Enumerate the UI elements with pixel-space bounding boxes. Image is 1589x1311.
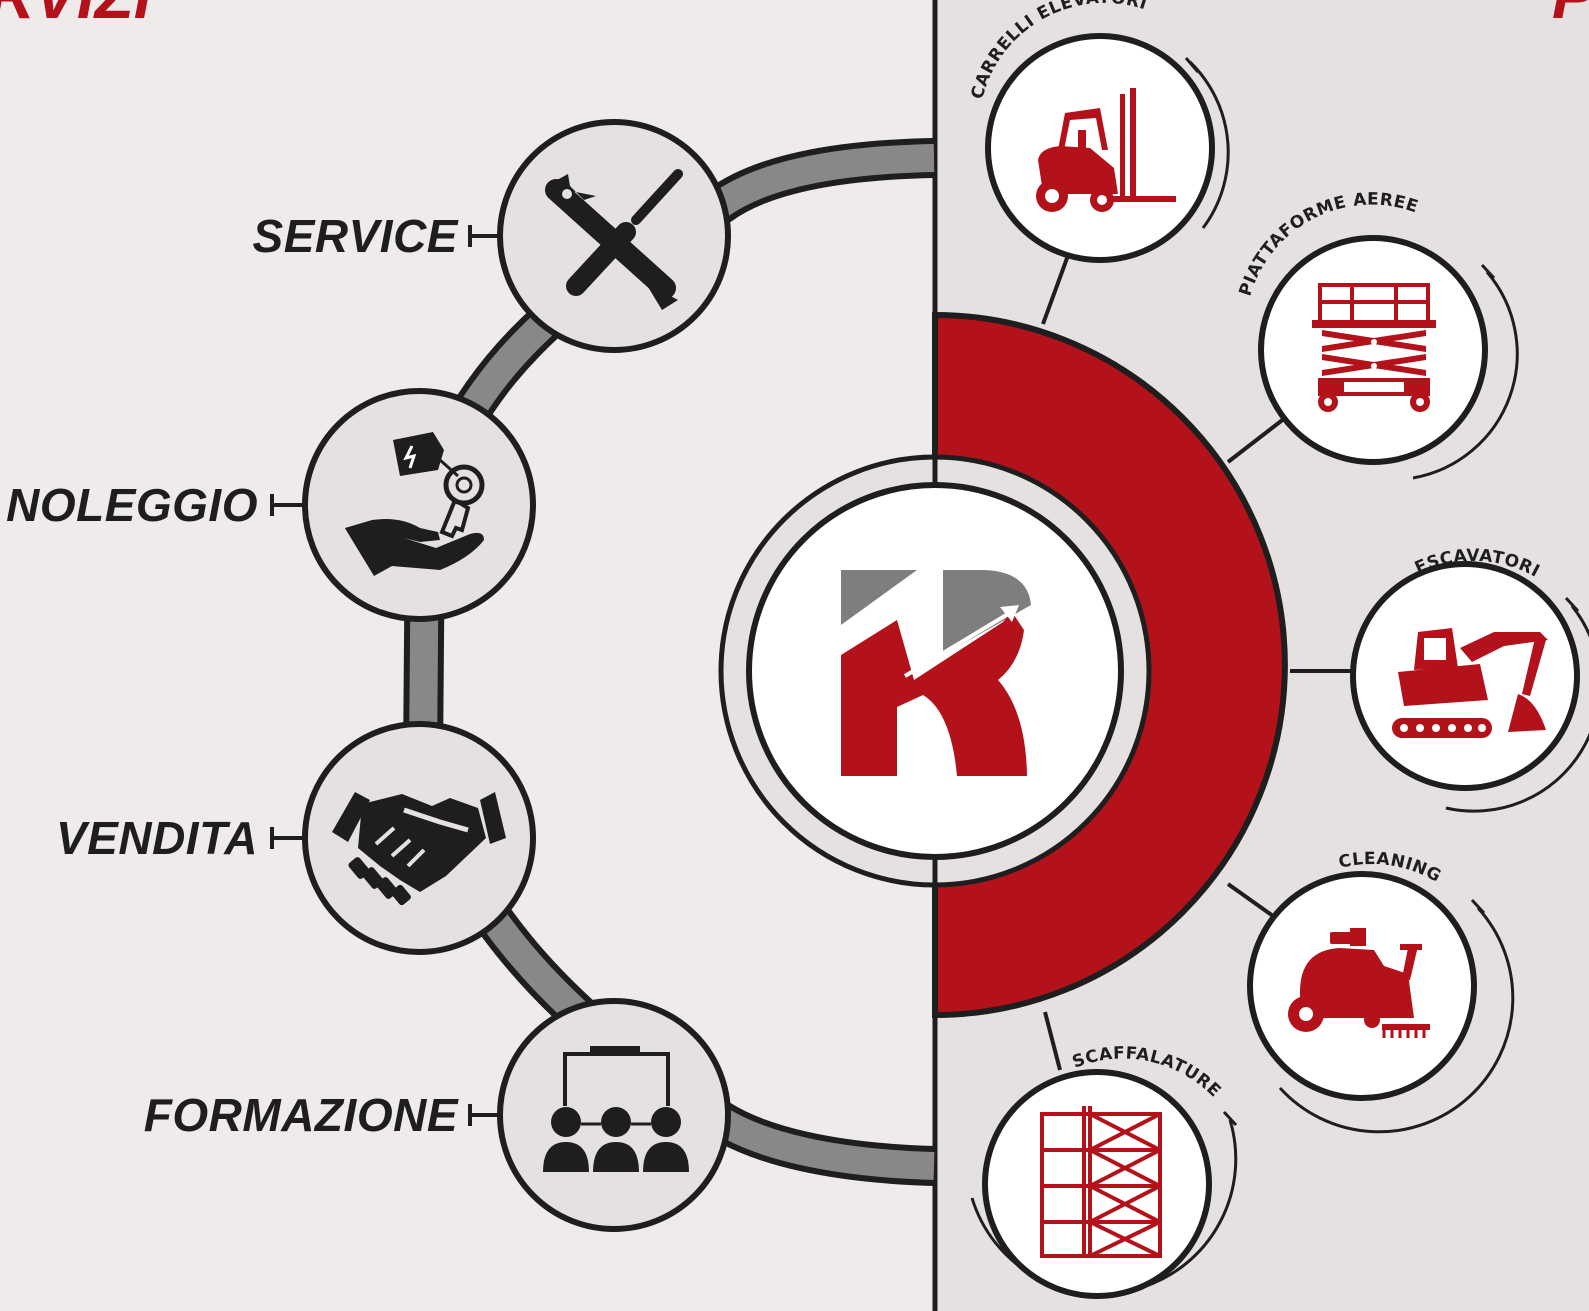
wrench-screwdriver-icon <box>545 169 683 310</box>
scissor-lift-icon <box>1312 283 1436 412</box>
noleggio-label: NOLEGGIO <box>6 479 258 531</box>
vendita-label: VENDITA <box>56 812 258 864</box>
product-node-piattaforme-aeree: PIATTAFORME AEREE <box>1236 190 1519 480</box>
service-label: SERVICE <box>253 210 459 262</box>
excavator-icon <box>1392 628 1548 738</box>
services-ring <box>409 144 935 1180</box>
product-node-cleaning: CLEANING <box>1247 849 1515 1134</box>
forklift-icon <box>1036 88 1176 212</box>
floor-scrubber-icon <box>1288 928 1430 1038</box>
formazione-label: FORMAZIONE <box>144 1089 459 1141</box>
service-node-formazione: FORMAZIONE <box>144 998 731 1232</box>
handshake-icon <box>332 792 506 906</box>
products-title-fragment: P <box>1552 0 1589 32</box>
r-logo-icon <box>841 570 1031 776</box>
service-node-service: SERVICE <box>253 119 731 353</box>
training-group-icon <box>543 1046 689 1172</box>
product-connectors <box>1041 249 1355 1071</box>
service-node-noleggio: NOLEGGIO <box>6 388 536 622</box>
hand-key-tag-icon <box>345 432 485 576</box>
services-title-fragment: RVIZI <box>0 0 153 32</box>
shelving-icon <box>1040 1106 1162 1258</box>
service-node-vendita: VENDITA <box>56 721 536 955</box>
product-node-escavatori: ESCAVATORI <box>1350 546 1589 813</box>
